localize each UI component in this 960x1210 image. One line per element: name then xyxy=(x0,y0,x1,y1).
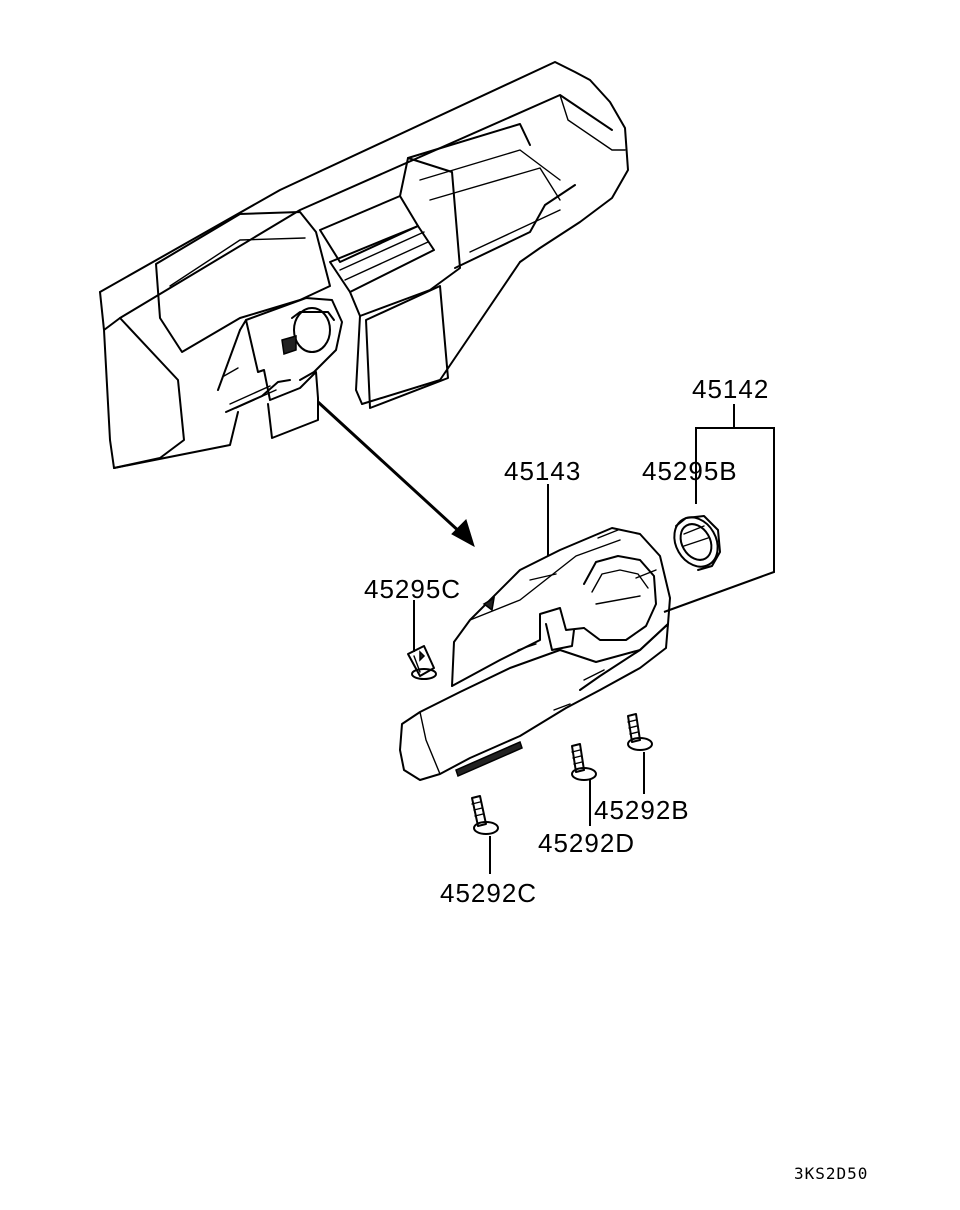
part-label-45295C: 45295C xyxy=(364,574,462,604)
part-label-45142: 45142 xyxy=(692,374,770,404)
dashboard-illustration xyxy=(99,61,629,469)
screw-45292B xyxy=(627,713,653,751)
screw-45292D xyxy=(571,743,597,781)
part-label-45292D: 45292D xyxy=(538,828,636,858)
part-label-45292B: 45292B xyxy=(594,795,690,825)
screw-45292C xyxy=(471,795,499,835)
part-label-45292C: 45292C xyxy=(440,878,538,908)
clip-45295C xyxy=(407,645,437,680)
diagram-code: 3KS2D50 xyxy=(794,1164,869,1183)
column-cover-assembly xyxy=(399,527,671,781)
part-label-45295B: 45295B xyxy=(642,456,738,486)
part-label-45143: 45143 xyxy=(504,456,582,486)
ring-45295B xyxy=(673,515,721,571)
leader-lines xyxy=(413,404,775,874)
direction-arrow xyxy=(316,400,475,548)
